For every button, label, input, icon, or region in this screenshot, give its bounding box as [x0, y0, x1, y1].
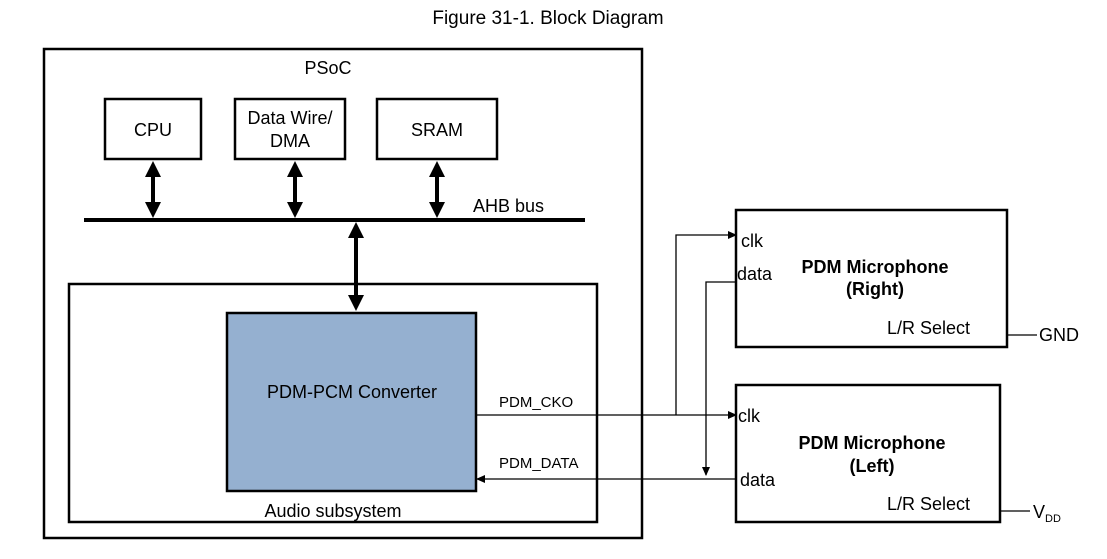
- mic-left-box: [734, 383, 1002, 524]
- ahb-bus-label: AHB bus: [473, 196, 544, 216]
- pdm-cko-label: PDM_CKO: [499, 394, 573, 411]
- right-mic-data-line: [702, 281, 736, 476]
- mic-left-data-label: data: [740, 470, 776, 490]
- audio-subsystem-label: Audio subsystem: [264, 501, 401, 521]
- vdd-main: V: [1033, 502, 1045, 522]
- audio-subsystem-box: [67, 282, 599, 524]
- dma-label-line1: Data Wire/: [247, 108, 332, 128]
- mic-left-vdd-label: VDD: [1033, 502, 1061, 525]
- mic-right-data-label: data: [737, 264, 773, 284]
- dma-label-line2: DMA: [270, 131, 310, 151]
- vdd-subscript: DD: [1045, 513, 1061, 525]
- mic-right-title-line1: PDM Microphone: [802, 257, 949, 277]
- converter-box: [225, 311, 478, 493]
- converter-label: PDM-PCM Converter: [267, 382, 437, 402]
- mic-right-gnd-label: GND: [1039, 325, 1079, 345]
- mic-right-clk-label: clk: [741, 231, 764, 251]
- mic-right-title-line2: (Right): [846, 279, 904, 299]
- cko-branch-right-clk: [675, 231, 737, 415]
- dma-box: [233, 97, 347, 161]
- pdm-data-label: PDM_DATA: [499, 455, 578, 472]
- sram-label: SRAM: [411, 120, 463, 140]
- sram-box: [375, 97, 499, 161]
- mic-left-title-line1: PDM Microphone: [799, 433, 946, 453]
- cpu-label: CPU: [134, 120, 172, 140]
- mic-left-clk-label: clk: [738, 406, 761, 426]
- mic-left-select-label: L/R Select: [887, 494, 970, 514]
- psoc-box: [42, 47, 644, 540]
- mic-right-box: [734, 208, 1009, 349]
- figure-title: Figure 31-1. Block Diagram: [432, 8, 663, 29]
- cpu-box: [103, 97, 203, 161]
- psoc-label: PSoC: [304, 58, 351, 78]
- mic-left-title-line2: (Left): [850, 456, 895, 476]
- mic-right-select-label: L/R Select: [887, 318, 970, 338]
